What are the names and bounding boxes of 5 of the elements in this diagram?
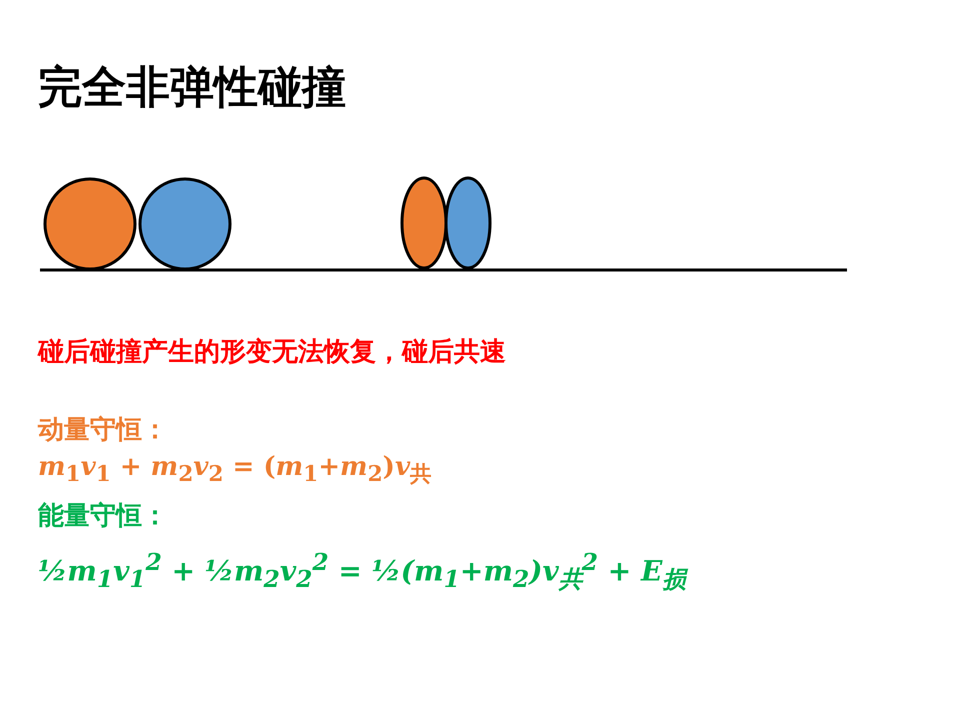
- section-heading: 能量守恒：: [38, 500, 168, 533]
- slide-title: 完全非弹性碰撞: [38, 61, 346, 115]
- momentum-formula: m$_{1}$v$_{1}$ + m$_{2}$v$_{2}$ = (m$_{1}$+m$_{2}$)v$_{共}$: [38, 452, 432, 488]
- section-heading: 动量守恒：: [38, 414, 168, 447]
- note-text: 碰后碰撞产生的形变无法恢复，碰后共速: [38, 336, 506, 369]
